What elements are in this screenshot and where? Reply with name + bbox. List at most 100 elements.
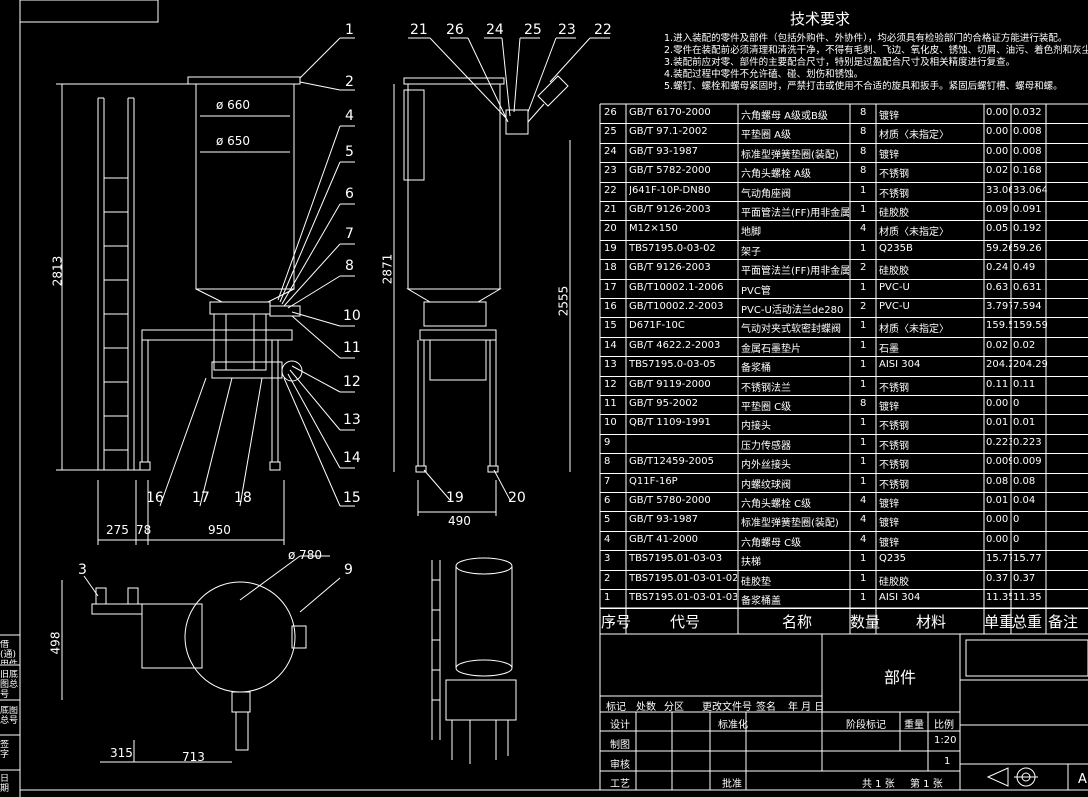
tech-req-line-5: 5.螺钉、螺栓和螺母紧固时，严禁打击或使用不合适的旋具和扳手。紧固后螺钉槽、螺母…: [664, 81, 1063, 92]
balloon-13: 13: [343, 412, 361, 428]
bom-cell-unit-weight: 59.26: [986, 242, 1012, 254]
stub-5: 日 期: [0, 774, 10, 794]
bom-cell-name: 金属石墨垫片: [741, 343, 801, 355]
bom-cell-material: PVC-U: [879, 281, 910, 293]
bom-cell-no: 17: [604, 281, 617, 293]
bom-cell-qty: 4: [860, 495, 867, 506]
bom-cell-total-weight: 15.77: [1013, 553, 1042, 565]
bom-cell-code: GB/T 93-1987: [629, 514, 699, 526]
header-no: 序号: [601, 613, 632, 631]
left-stub-table: [0, 634, 20, 771]
bom-cell-name: PVC管: [741, 285, 771, 297]
bom-cell-material: 镀锌: [879, 518, 899, 530]
bom-cell-unit-weight: 15.77: [986, 553, 1012, 565]
bom-cell-code: GB/T 93-1987: [629, 145, 699, 157]
dim-713: 713: [182, 750, 205, 764]
bom-cell-total-weight: 159.592: [1013, 320, 1047, 332]
bom-cell-qty: 1: [860, 281, 867, 293]
bom-cell-unit-weight: 3.797: [986, 301, 1012, 312]
bom-cell-unit-weight: 0.09: [986, 204, 1009, 215]
bom-cell-total-weight: 0.02: [1013, 339, 1036, 351]
bom-cell-code: GB/T 9126-2003: [629, 204, 711, 215]
bom-cell-no: 2: [604, 572, 611, 584]
bom-cell-no: 8: [604, 456, 611, 468]
bom-cell-qty: 1: [860, 204, 867, 215]
bom-cell-total-weight: 0.091: [1013, 204, 1042, 215]
bom-cell-unit-weight: 159.5 9: [986, 320, 1012, 332]
balloon-2: 2: [345, 74, 354, 90]
bom-cell-total-weight: 7.594: [1013, 301, 1042, 312]
bom-cell-total-weight: 0.008: [1013, 126, 1042, 138]
dim-275: 275: [106, 523, 129, 537]
tb-sheet-size: A: [1078, 772, 1087, 787]
bom-cell-unit-weight: 0.08: [986, 475, 1009, 487]
bom-cell-code: GB/T 9119-2000: [629, 378, 711, 390]
bom-cell-no: 5: [604, 514, 611, 526]
bom-cell-material: 不锈钢: [879, 421, 909, 433]
tb-weight: 重量: [904, 720, 924, 731]
tb-approve: 批准: [722, 779, 742, 790]
bom-cell-total-weight: 0.01: [1013, 417, 1036, 429]
bom-cell-total-weight: 0.08: [1013, 475, 1036, 487]
bom-cell-no: 18: [604, 262, 617, 274]
ladder: [97, 97, 135, 470]
drawing-frame: [19, 0, 1088, 797]
bom-cell-name: 备浆桶: [741, 363, 771, 375]
bom-cell-unit-weight: 0.00: [986, 107, 1009, 118]
bom-cell-qty: 8: [860, 126, 867, 138]
bom-cell-no: 23: [604, 165, 617, 177]
bom-cell-name: 架子: [741, 246, 761, 258]
bom-cell-name: 气动对夹式软密封蝶阀: [741, 324, 841, 336]
tb-zone: 分区: [664, 702, 684, 713]
bom-cell-total-weight: 204.29: [1013, 359, 1047, 371]
tank-lid: [187, 76, 301, 85]
bom-cell-unit-weight: 0.009: [986, 456, 1012, 468]
bom-cell-unit-weight: 0.00: [986, 533, 1009, 545]
bom-cell-total-weight: 0.631: [1013, 281, 1042, 293]
tech-req-line-3: 3.装配前应对零、部件的主要配合尺寸，特别是过盈配合尺寸及相关精度进行复查。: [664, 57, 1016, 68]
bom-cell-no: 24: [604, 145, 617, 157]
bom-cell-no: 1: [604, 592, 611, 603]
tb-scale-label: 比例: [934, 720, 954, 731]
bom-cell-qty: 2: [860, 262, 867, 274]
tb-process: 工艺: [610, 779, 630, 790]
leader-lines-side: [408, 37, 610, 501]
bom-cell-name: 六角螺母 C级: [741, 537, 802, 549]
bom-cell-no: 7: [604, 475, 611, 487]
balloon-18: 18: [234, 490, 252, 506]
bom-cell-material: 硅胶胶: [879, 576, 909, 588]
bom-cell-qty: 1: [860, 592, 867, 603]
bom-cell-code: GB/T10002.2-2003: [629, 301, 724, 312]
balloon-9: 9: [344, 562, 353, 578]
bom-cell-code: M12×150: [629, 223, 678, 235]
bom-cell-code: GB/T 95-2002: [629, 398, 699, 409]
bom-cell-qty: 1: [860, 378, 867, 390]
bom-cell-total-weight: 0.009: [1013, 456, 1042, 468]
balloon-21: 21: [410, 22, 428, 38]
tb-sheets-total: 共 1 张: [862, 779, 895, 790]
tb-change-doc: 更改文件号: [702, 702, 752, 713]
dim-2871: 2871: [380, 253, 395, 285]
bom-cell-unit-weight: 0.00: [986, 398, 1009, 409]
bom-cell-no: 11: [604, 398, 617, 409]
bom-cell-total-weight: 11.35: [1013, 592, 1042, 603]
isometric-view: [431, 557, 517, 764]
bom-cell-material: 不锈钢: [879, 169, 909, 181]
bom-cell-material: 镀锌: [879, 537, 899, 549]
bom-cell-material: 镀锌: [879, 402, 899, 413]
balloon-11: 11: [343, 340, 361, 356]
bom-cell-code: GB/T 6170-2000: [629, 107, 711, 118]
bom-cell-no: 19: [604, 242, 617, 254]
bom-cell-name: 备浆桶盖: [741, 596, 781, 607]
front-view: [56, 37, 355, 545]
